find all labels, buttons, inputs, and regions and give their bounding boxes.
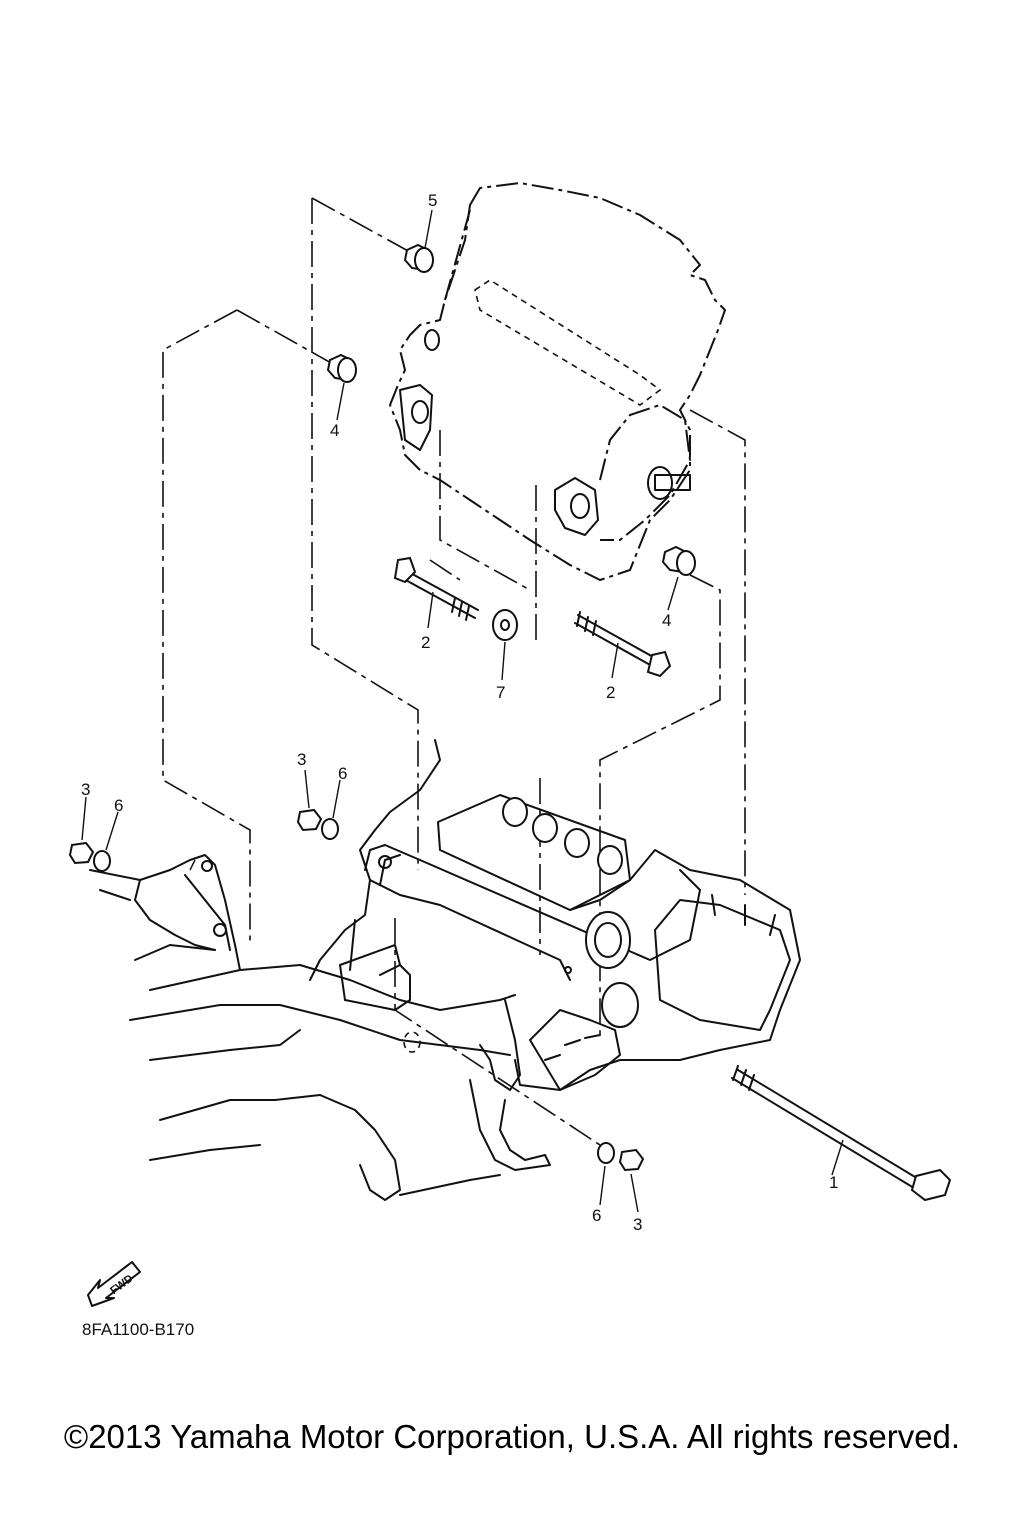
nuts-washers bbox=[68, 808, 645, 1172]
fwd-arrow-icon: FWD bbox=[87, 1261, 141, 1307]
engine-outline bbox=[389, 182, 726, 581]
callouts: 1 2 2 3 3 3 4 4 5 6 6 6 7 bbox=[81, 191, 838, 1234]
long-bolt bbox=[731, 1065, 952, 1202]
callout-2: 2 bbox=[606, 683, 615, 702]
drawing-code: 8FA1100-B170 bbox=[82, 1320, 195, 1339]
callout-4: 4 bbox=[662, 611, 671, 630]
callout-6: 6 bbox=[592, 1206, 601, 1225]
callout-2: 2 bbox=[421, 633, 430, 652]
callout-3: 3 bbox=[81, 780, 90, 799]
callout-6: 6 bbox=[338, 764, 347, 783]
callout-7: 7 bbox=[496, 683, 505, 702]
copyright-text: ©2013 Yamaha Motor Corporation, U.S.A. A… bbox=[63, 1418, 961, 1455]
leader-lines bbox=[81, 209, 844, 1213]
mount-bolts bbox=[393, 556, 672, 678]
callout-1: 1 bbox=[829, 1173, 838, 1192]
hull-structure bbox=[89, 739, 551, 1201]
callout-3: 3 bbox=[633, 1215, 642, 1234]
callout-3: 3 bbox=[297, 750, 306, 769]
callout-5: 5 bbox=[428, 191, 437, 210]
callout-4: 4 bbox=[330, 421, 339, 440]
callout-6: 6 bbox=[114, 796, 123, 815]
engine-bolts bbox=[326, 243, 696, 576]
collar bbox=[492, 609, 518, 641]
engine-mount-bracket bbox=[364, 794, 801, 1091]
